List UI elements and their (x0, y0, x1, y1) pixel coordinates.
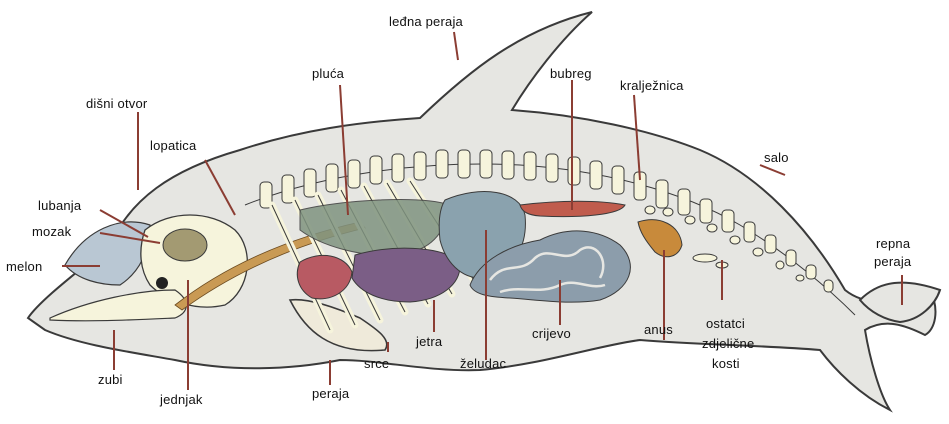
label-spine: kralježnica (620, 78, 684, 93)
label-brain: mozak (32, 224, 71, 239)
label-tail-fluke-line1: repna (876, 236, 910, 251)
label-blubber: salo (764, 150, 789, 165)
eye-socket (156, 277, 168, 289)
label-scapula: lopatica (150, 138, 196, 153)
label-intestine: crijevo (532, 326, 571, 341)
label-dorsal-fin: leđna peraja (389, 14, 463, 29)
label-pelvic-line3: kosti (712, 356, 740, 371)
label-kidney: bubreg (550, 66, 592, 81)
label-blowhole: dišni otvor (86, 96, 147, 111)
label-anus: anus (644, 322, 673, 337)
label-pelvic-line2: zdjelične (702, 336, 754, 351)
brain (163, 229, 207, 261)
label-lungs: pluća (312, 66, 344, 81)
label-pelvic-line1: ostatci (706, 316, 745, 331)
label-tail-fluke-line2: peraja (874, 254, 911, 269)
label-flipper: peraja (312, 386, 349, 401)
label-stomach: želudac (460, 356, 506, 371)
label-skull: lubanja (38, 198, 81, 213)
label-melon: melon (6, 259, 42, 274)
label-teeth: zubi (98, 372, 123, 387)
label-liver: jetra (416, 334, 442, 349)
label-esophagus: jednjak (160, 392, 203, 407)
label-heart: srce (364, 356, 389, 371)
